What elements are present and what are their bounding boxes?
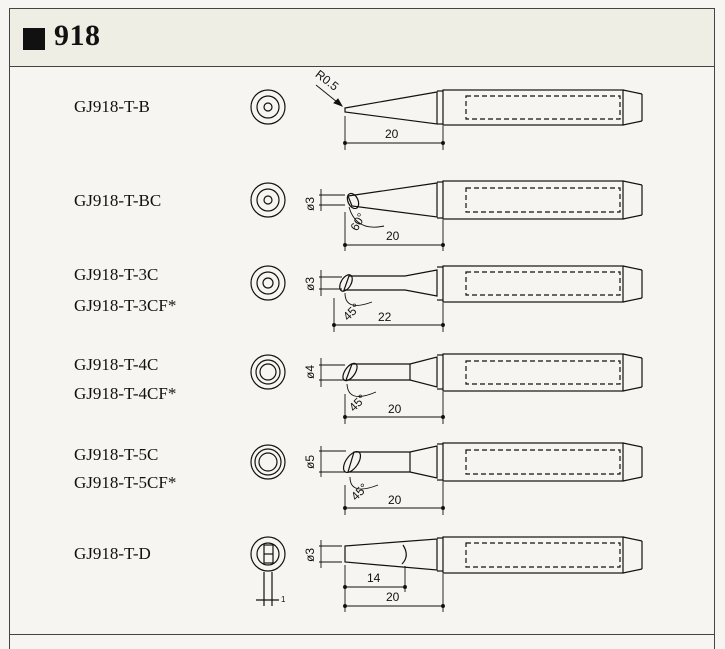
tip-5c-dimensions xyxy=(319,446,445,515)
tip-4c-side-view xyxy=(342,353,643,392)
angle-label-4c: 45° xyxy=(346,391,369,414)
width-label-d: 1 xyxy=(281,595,286,604)
diameter-label-3c: ø3 xyxy=(303,277,317,291)
diameter-label-d: ø3 xyxy=(303,548,317,562)
tip-b-end-view xyxy=(250,89,286,125)
model-label-4c: GJ918-T-4C xyxy=(74,355,159,374)
length-label-3c: 22 xyxy=(378,310,392,324)
tip-3c-side-view xyxy=(339,265,643,303)
angle-label-bc: 60° xyxy=(347,210,368,233)
tip-b-drawing: R0.5 20 xyxy=(250,67,643,150)
length-label-bc: 20 xyxy=(386,229,400,243)
tip-d-side-view xyxy=(344,536,643,574)
tip-bc-dimensions xyxy=(319,189,445,251)
tip-bc-side-view xyxy=(346,180,643,220)
tip-5c-side-view xyxy=(342,442,643,482)
diameter-label-4c: ø4 xyxy=(303,365,317,379)
radius-label-b: R0.5 xyxy=(313,67,342,94)
tip-d-dimensions xyxy=(319,540,445,612)
tip-5c-end-view xyxy=(250,444,286,480)
model-label-5c: GJ918-T-5C xyxy=(74,445,159,464)
tip-4c-drawing: ø4 45° 20 xyxy=(250,353,643,424)
model-label-3cf: GJ918-T-3CF* xyxy=(74,296,177,315)
angle-label-3c: 45° xyxy=(340,300,363,323)
model-label-5cf: GJ918-T-5CF* xyxy=(74,473,177,492)
model-label-3c: GJ918-T-3C xyxy=(74,265,159,284)
length-label-b: 20 xyxy=(385,127,399,141)
length-label-5c: 20 xyxy=(388,493,402,507)
tip-4c-end-view xyxy=(250,354,286,390)
table-frame xyxy=(9,8,715,649)
model-label-d: GJ918-T-D xyxy=(74,544,151,563)
model-label-bc: GJ918-T-BC xyxy=(74,191,162,210)
diameter-label-bc: ø3 xyxy=(303,197,317,211)
tip-b-dimensions xyxy=(315,84,445,150)
length-label-d: 20 xyxy=(386,590,400,604)
tip-3c-dimensions xyxy=(319,270,445,332)
tip-bc-end-view xyxy=(250,182,286,218)
tip-d-drawing: ø3 14 20 1 xyxy=(250,536,643,612)
model-label-b: GJ918-T-B xyxy=(74,97,150,116)
tip-3c-drawing: ø3 45° 22 xyxy=(250,265,643,332)
tip-bc-drawing: ø3 60° 20 xyxy=(250,180,643,251)
length-label-4c: 20 xyxy=(388,402,402,416)
square-bullet-icon xyxy=(23,28,45,50)
inner-length-label-d: 14 xyxy=(367,571,381,585)
tip-4c-dimensions xyxy=(319,358,445,424)
tip-b-side-view xyxy=(344,89,643,126)
model-label-4cf: GJ918-T-4CF* xyxy=(74,384,177,403)
footer-divider xyxy=(10,634,714,635)
tip-5c-drawing: ø5 45° 20 xyxy=(250,442,643,515)
tip-3c-end-view xyxy=(250,265,286,301)
header-bar: 918 xyxy=(10,9,714,67)
page-title: 918 xyxy=(54,19,101,52)
tip-d-end-view xyxy=(250,536,286,606)
diameter-label-5c: ø5 xyxy=(303,455,317,469)
